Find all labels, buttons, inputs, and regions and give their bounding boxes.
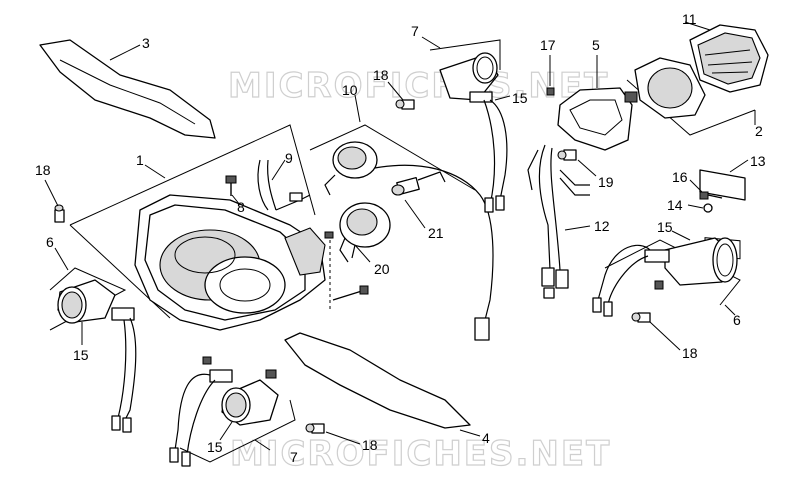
leader-18-bottom	[325, 431, 361, 445]
callout-15-left: 15	[73, 347, 89, 363]
part-2-taillight	[624, 57, 706, 119]
part-6-turn-signal-left	[57, 279, 137, 433]
callout-18-right: 18	[682, 345, 698, 361]
part-8-screw	[225, 175, 237, 196]
callout-7-top: 7	[411, 23, 419, 39]
leader-16	[689, 179, 703, 193]
part-20-socket	[324, 202, 391, 263]
part-4-strip	[284, 332, 471, 429]
callout-7-bottom: 7	[290, 449, 298, 465]
watermark-bottom: MICROFICHES.NET	[230, 434, 611, 474]
callout-21: 21	[428, 225, 444, 241]
callout-6-right: 6	[733, 312, 741, 328]
part-6-turn-signal-right	[592, 237, 738, 317]
callout-8: 8	[237, 199, 245, 215]
bracket-7-top	[429, 39, 501, 70]
callout-19: 19	[598, 174, 614, 190]
leader-11	[684, 21, 711, 31]
callout-3: 3	[142, 35, 150, 51]
leader-12	[564, 225, 591, 231]
callout-2: 2	[755, 123, 763, 139]
leader-10	[354, 94, 361, 123]
part-3-strip	[39, 39, 216, 139]
part-18-bulb-bottom	[305, 423, 325, 434]
callout-1: 1	[136, 152, 144, 168]
part-21-bulb	[391, 171, 446, 196]
leader-20	[354, 244, 371, 263]
part-5-taillight-housing	[557, 87, 633, 151]
callout-18-left: 18	[35, 162, 51, 178]
part-14-washer	[703, 203, 713, 213]
leader-6-right	[724, 304, 736, 316]
callout-15-right: 15	[657, 219, 673, 235]
leader-21	[404, 199, 426, 229]
leader-18-right	[649, 321, 681, 351]
leader-19	[577, 159, 597, 177]
bracket-7-bottom	[179, 399, 296, 463]
callout-15-bottom: 15	[207, 439, 223, 455]
leader-1	[144, 164, 166, 179]
callout-14: 14	[667, 197, 683, 213]
callout-13: 13	[750, 153, 766, 169]
callout-6-left: 6	[46, 234, 54, 250]
part-11-lens	[689, 24, 769, 93]
part-7-turn-signal-top	[439, 52, 508, 213]
part-7-turn-signal-bottom	[169, 356, 279, 467]
part-9-clip	[257, 159, 311, 211]
leader-7-top	[421, 36, 441, 49]
leader-15-top	[494, 95, 511, 101]
part-18-bulb-right	[631, 312, 651, 323]
leader-18-left	[44, 179, 59, 207]
leader-8	[231, 194, 241, 206]
part-19-bulb	[557, 149, 577, 161]
callout-12: 12	[594, 218, 610, 234]
callout-17: 17	[540, 37, 556, 53]
leader-13	[729, 159, 749, 173]
leader-9	[271, 159, 286, 181]
leader-3	[109, 44, 141, 61]
callout-18-bottom: 18	[362, 437, 378, 453]
leader-6-left	[54, 247, 69, 271]
leader-4	[459, 429, 481, 437]
callout-18-top: 18	[373, 67, 389, 83]
part-18-bulb-top	[395, 99, 415, 110]
part-16-screw	[699, 191, 723, 200]
part-1-headlight	[134, 194, 326, 331]
leader-15-right	[671, 230, 691, 241]
callout-4: 4	[482, 430, 490, 446]
callout-20: 20	[374, 261, 390, 277]
leader-14	[687, 204, 704, 209]
watermark-top: MICROFICHES.NET	[228, 66, 609, 106]
callout-5: 5	[592, 37, 600, 53]
callout-9: 9	[285, 150, 293, 166]
part-12-wiring-harness	[527, 144, 590, 299]
callout-16: 16	[672, 169, 688, 185]
adjust-screw	[332, 285, 369, 301]
leader-15-bottom	[219, 421, 233, 441]
callout-10: 10	[342, 82, 358, 98]
part-10-bulb-holder	[324, 141, 494, 341]
part-17-screw	[546, 87, 555, 96]
part-18-bulb-left	[54, 204, 65, 223]
bracket-1	[69, 124, 316, 226]
callout-11: 11	[682, 11, 697, 27]
callout-15-top: 15	[512, 90, 528, 106]
leader-18-top	[387, 81, 404, 101]
bracket-10	[309, 124, 476, 191]
leader-7-bottom	[254, 439, 271, 451]
